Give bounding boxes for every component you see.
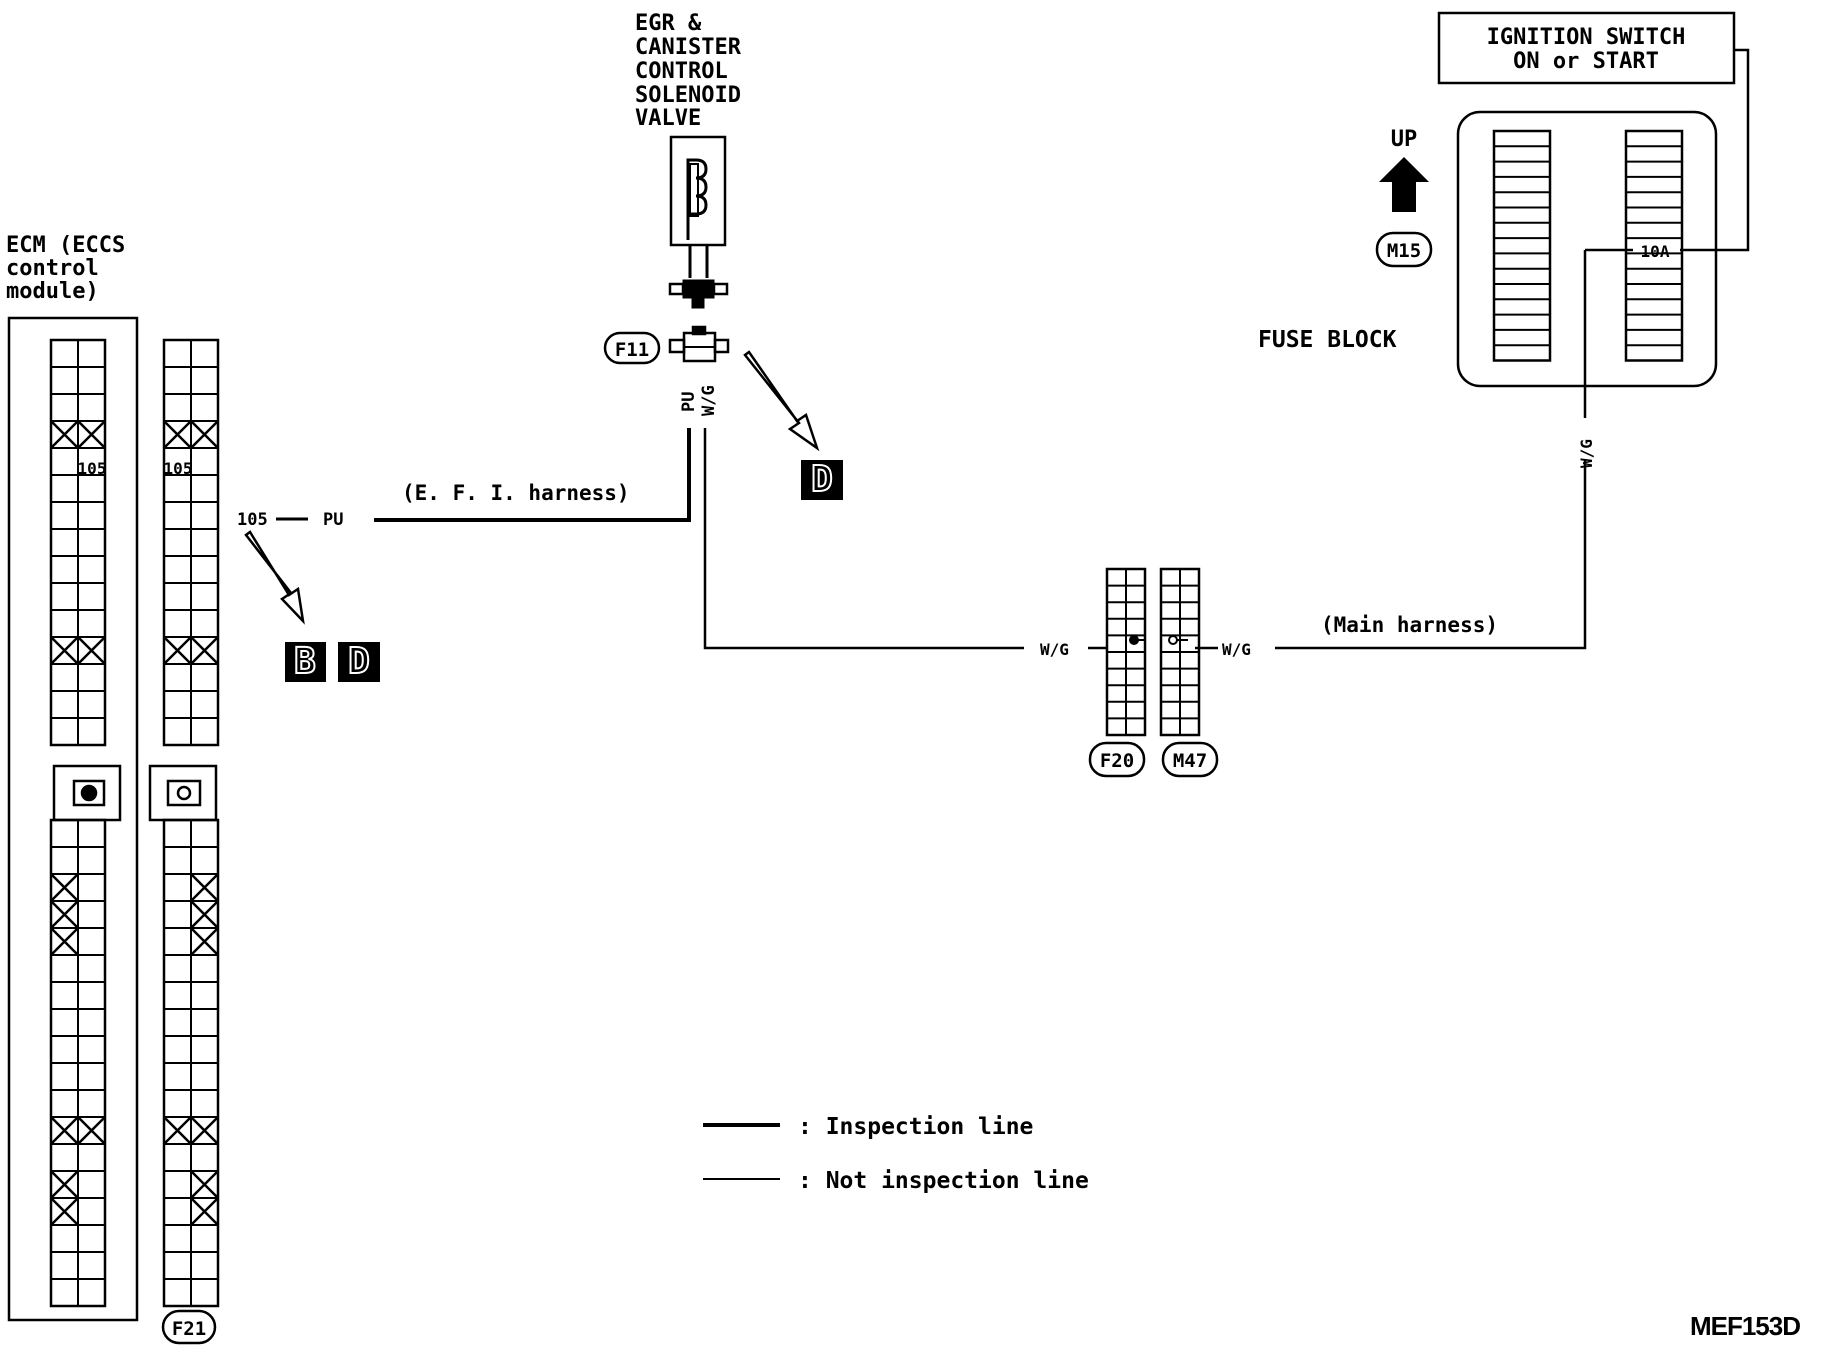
grid-line [190, 1116, 219, 1145]
m47-connector: M47 [1161, 741, 1219, 778]
reference-tag-d-letter: D [348, 641, 370, 682]
ecm-label: ECM (ECCS control module) [6, 233, 125, 304]
reference-tag-b [285, 642, 326, 682]
ignition-switch-wire [1680, 48, 1750, 252]
ecm-pu-label: PU [323, 510, 343, 530]
egr-label-line: CANISTER [635, 35, 742, 60]
reference-arrow-bd [244, 530, 305, 625]
reference-tag-d-top [801, 460, 843, 500]
m47-label: M47 [1173, 750, 1207, 772]
pin-105-label: 105 [237, 510, 268, 530]
grid-line [190, 636, 219, 665]
grid-line [50, 1197, 79, 1226]
grid-line [190, 420, 219, 449]
reference-tag-b-letter: B [294, 641, 316, 682]
ecm-label-line: control [6, 256, 99, 281]
grid-line [50, 636, 79, 665]
ecm-left-connector-grid [49, 338, 107, 1308]
ecm-module-outline [7, 316, 139, 1322]
main-harness-label: (Main harness) [1321, 613, 1498, 637]
legend: : Inspection line : Not inspection line [703, 1114, 1089, 1194]
reference-tag-d-top-letter: D [811, 459, 833, 500]
grid-line [77, 636, 106, 665]
fuse-wg-label: W/G [1577, 439, 1596, 468]
grid-line [190, 873, 219, 902]
grid-line [77, 420, 106, 449]
f21-connector: F21 [161, 1309, 217, 1345]
fuse-block-label: FUSE BLOCK [1258, 327, 1397, 353]
f20-connector: F20 [1088, 741, 1146, 778]
ecm-left-latch [52, 764, 122, 822]
legend-not-inspection-label: : Not inspection line [798, 1168, 1089, 1194]
grid-line [163, 1116, 192, 1145]
wg-wire-m47-to-fuse [1275, 460, 1587, 650]
grid-line [50, 873, 79, 902]
up-label: UP [1391, 127, 1418, 152]
grid-line [50, 900, 79, 929]
ecm-label-line: module) [6, 279, 99, 304]
fuse-block-right-column [1624, 129, 1684, 362]
pu-inspection-wire [374, 428, 691, 522]
fuse-block-left-column [1492, 129, 1552, 362]
grid-line [50, 1116, 79, 1145]
fuse-rating-10a: 10A [1641, 242, 1670, 261]
egr-valve-label: EGR & CANISTER CONTROL SOLENOID VALVE [635, 11, 742, 131]
ecm-right-connector-grid [162, 338, 220, 1308]
up-arrow-icon [1379, 157, 1429, 212]
grid-line [163, 636, 192, 665]
grid-line [190, 1170, 219, 1199]
efi-harness-label: (E. F. I. harness) [402, 481, 630, 505]
f11-connector: F11 [603, 325, 730, 365]
ecm-label-line: ECM (ECCS [6, 233, 125, 258]
ignition-label-line: ON or START [1513, 49, 1659, 74]
reference-arrow-d-top [743, 350, 820, 452]
m15-connector: M15 [1375, 231, 1433, 268]
grid-line [190, 1197, 219, 1226]
f20-wg-label: W/G [1040, 640, 1069, 659]
ecm-left-terminal-105: 105 [78, 459, 107, 478]
ecm-right-latch [148, 764, 218, 822]
wg-wire-f11-to-f20 [703, 428, 1024, 650]
f21-label: F21 [172, 1318, 206, 1340]
m47-wg-label: W/G [1222, 640, 1251, 659]
grid-line [190, 927, 219, 956]
egr-label-line: CONTROL [635, 59, 728, 84]
f20-terminal-dot [1129, 635, 1139, 645]
grid-line [77, 1116, 106, 1145]
f11-label: F11 [615, 339, 649, 361]
egr-label-line: EGR & [635, 11, 702, 36]
reference-tag-d [338, 642, 380, 682]
m15-label: M15 [1387, 240, 1421, 262]
fuse-block-outline [1456, 110, 1718, 388]
grid-line [50, 1170, 79, 1199]
figure-code: MEF153D [1689, 1311, 1801, 1341]
ignition-label-line: IGNITION SWITCH [1487, 25, 1686, 50]
f20-connector-grid [1105, 567, 1147, 737]
f11-wg-label: W/G [699, 385, 719, 416]
f11-pu-label: PU [679, 392, 699, 412]
grid-line [50, 420, 79, 449]
grid-line [163, 420, 192, 449]
egr-label-line: SOLENOID [635, 83, 741, 108]
legend-inspection-label: : Inspection line [798, 1114, 1033, 1140]
egr-solenoid-valve-symbol [668, 135, 729, 309]
m47-connector-grid [1159, 567, 1201, 737]
grid-line [50, 927, 79, 956]
grid-line [190, 900, 219, 929]
m47-terminal-ring [1168, 635, 1178, 645]
ignition-switch-box: IGNITION SWITCH ON or START [1437, 11, 1736, 85]
f20-label: F20 [1100, 750, 1134, 772]
ecm-right-terminal-105: 105 [164, 459, 193, 478]
egr-label-line: VALVE [635, 106, 701, 131]
